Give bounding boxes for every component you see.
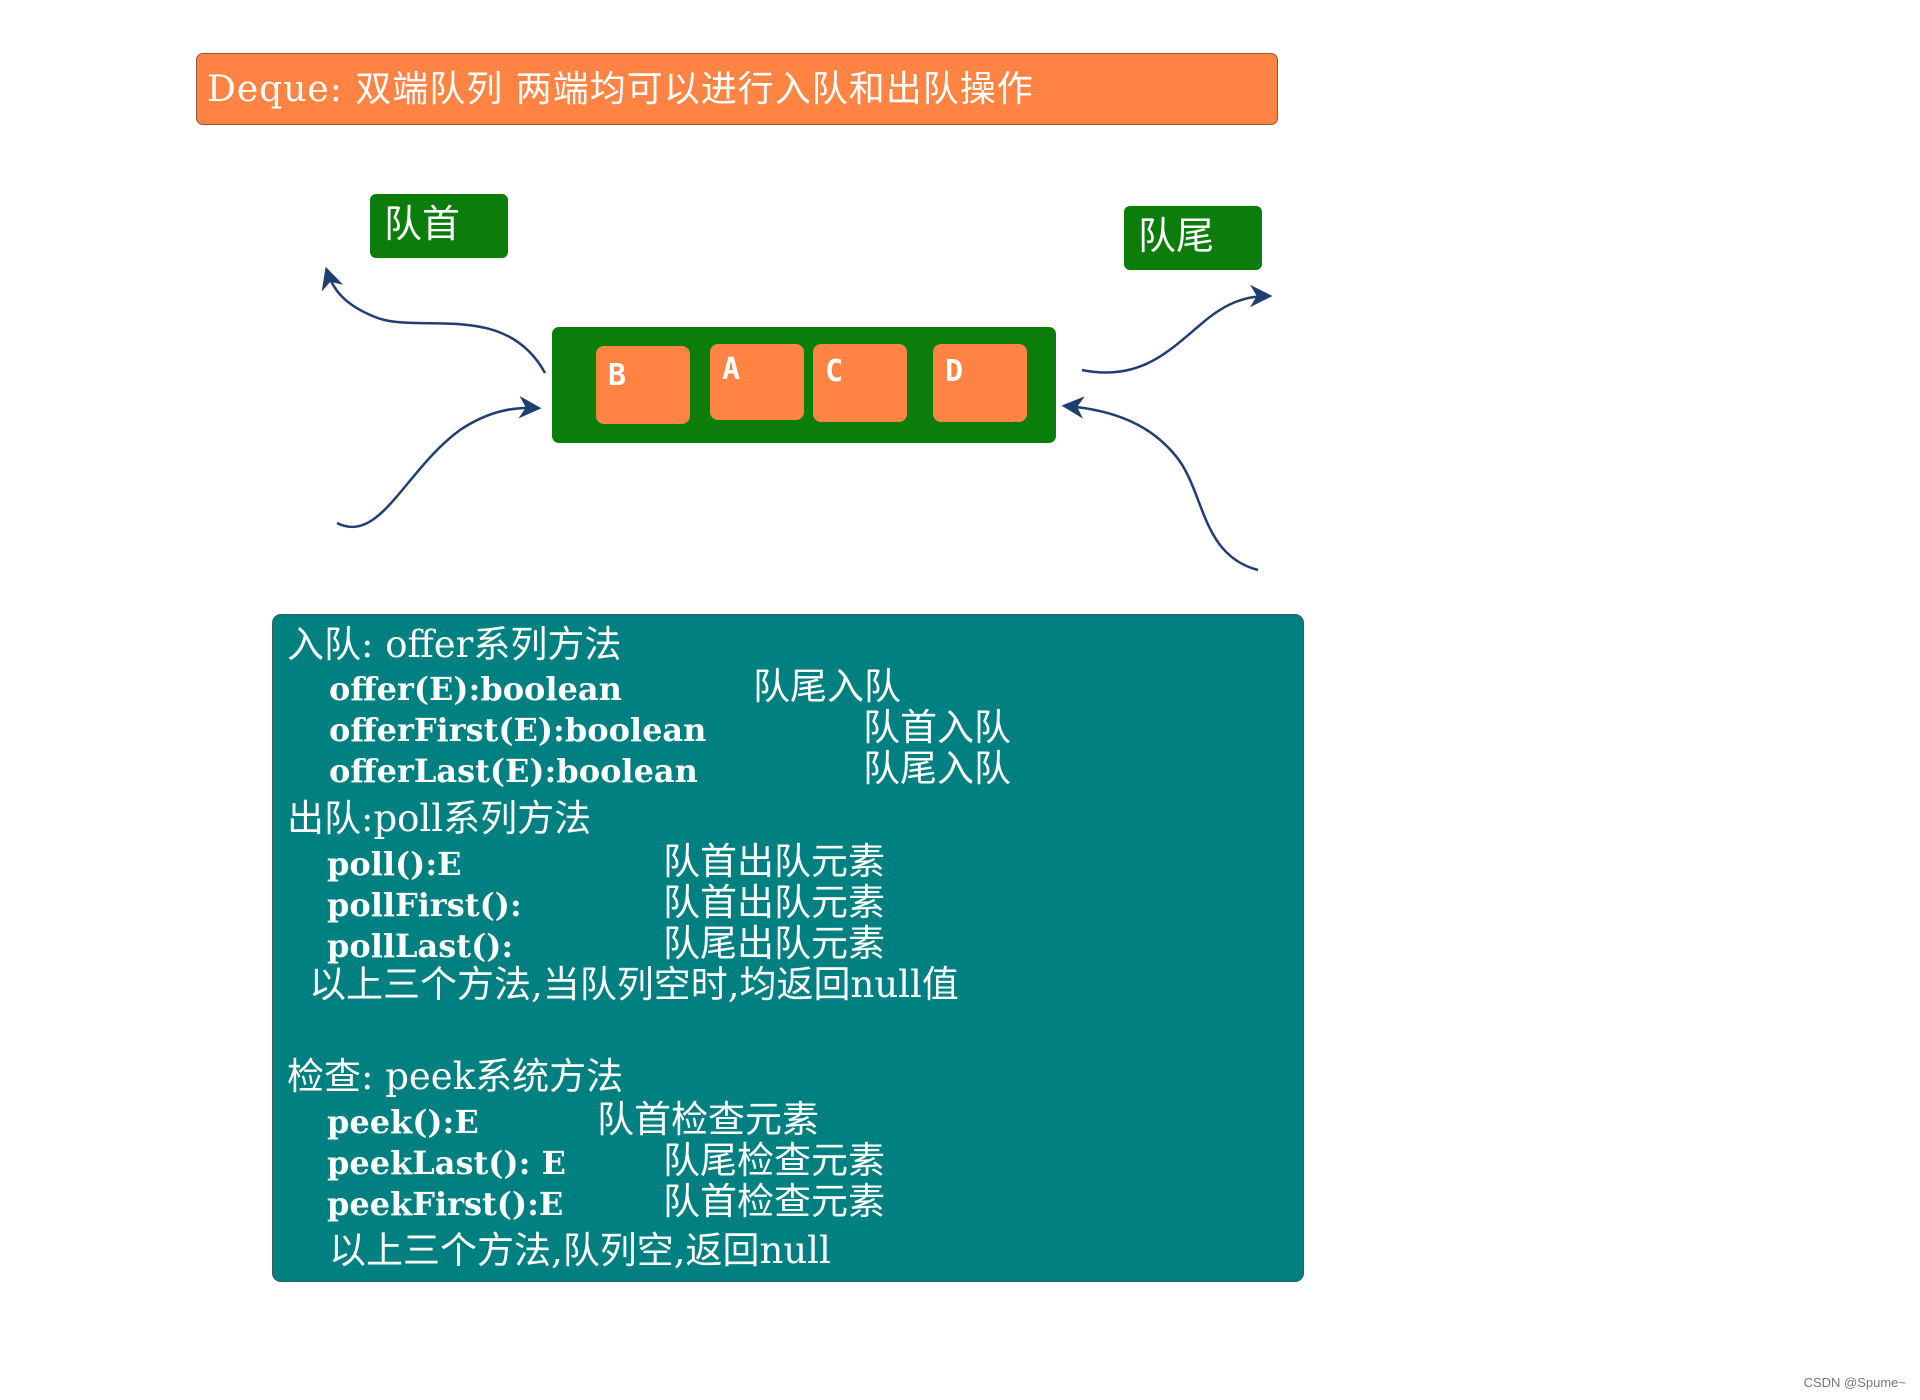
enqueue-desc: 队首入队: [863, 706, 1011, 749]
deque-element: B: [596, 346, 690, 424]
dequeue-desc: 队尾出队元素: [663, 922, 885, 965]
peek-method: peekLast(): E: [327, 1144, 566, 1182]
tail-enqueue-arrow: [1061, 396, 1259, 572]
dequeue-desc: 队首出队元素: [663, 840, 885, 883]
dequeue-note: 以上三个方法,当队列空时,均返回null值: [309, 963, 959, 1006]
head-enqueue-arrow: [336, 395, 542, 529]
deque-element: A: [710, 344, 804, 420]
dequeue-desc: 队首出队元素: [663, 881, 885, 924]
dequeue-method: pollLast():: [327, 927, 514, 965]
enqueue-header: 入队: offer系列方法: [287, 623, 622, 666]
dequeue-header: 出队:poll系列方法: [287, 797, 592, 840]
peek-note: 以上三个方法,队列空,返回null: [329, 1229, 831, 1272]
head-dequeue-arrow: [321, 266, 547, 374]
dequeue-method: poll():E: [327, 845, 462, 883]
peek-desc: 队尾检查元素: [663, 1139, 885, 1182]
dequeue-method: pollFirst():: [327, 886, 522, 924]
peek-desc: 队首检查元素: [597, 1098, 819, 1141]
tail-dequeue-arrow: [1081, 284, 1273, 374]
peek-method: peek():E: [327, 1103, 479, 1141]
title-banner: Deque: 双端队列 两端均可以进行入队和出队操作: [196, 53, 1278, 125]
queue-head-label: 队首: [370, 194, 508, 258]
deque-element: C: [813, 344, 907, 422]
method-summary-box: 入队: offer系列方法 offer(E):boolean 队尾入队 offe…: [272, 614, 1304, 1282]
queue-tail-label: 队尾: [1124, 206, 1262, 270]
enqueue-desc: 队尾入队: [753, 665, 901, 708]
peek-desc: 队首检查元素: [663, 1180, 885, 1223]
peek-method: peekFirst():E: [327, 1185, 564, 1223]
enqueue-method: offerFirst(E):boolean: [329, 711, 707, 749]
deque-element: D: [933, 344, 1027, 422]
enqueue-desc: 队尾入队: [863, 747, 1011, 790]
enqueue-method: offerLast(E):boolean: [329, 752, 698, 790]
watermark: CSDN @Spume~: [1803, 1375, 1906, 1390]
enqueue-method: offer(E):boolean: [329, 670, 622, 708]
peek-header: 检查: peek系统方法: [287, 1055, 624, 1098]
deque-container: B A C D: [552, 327, 1056, 443]
